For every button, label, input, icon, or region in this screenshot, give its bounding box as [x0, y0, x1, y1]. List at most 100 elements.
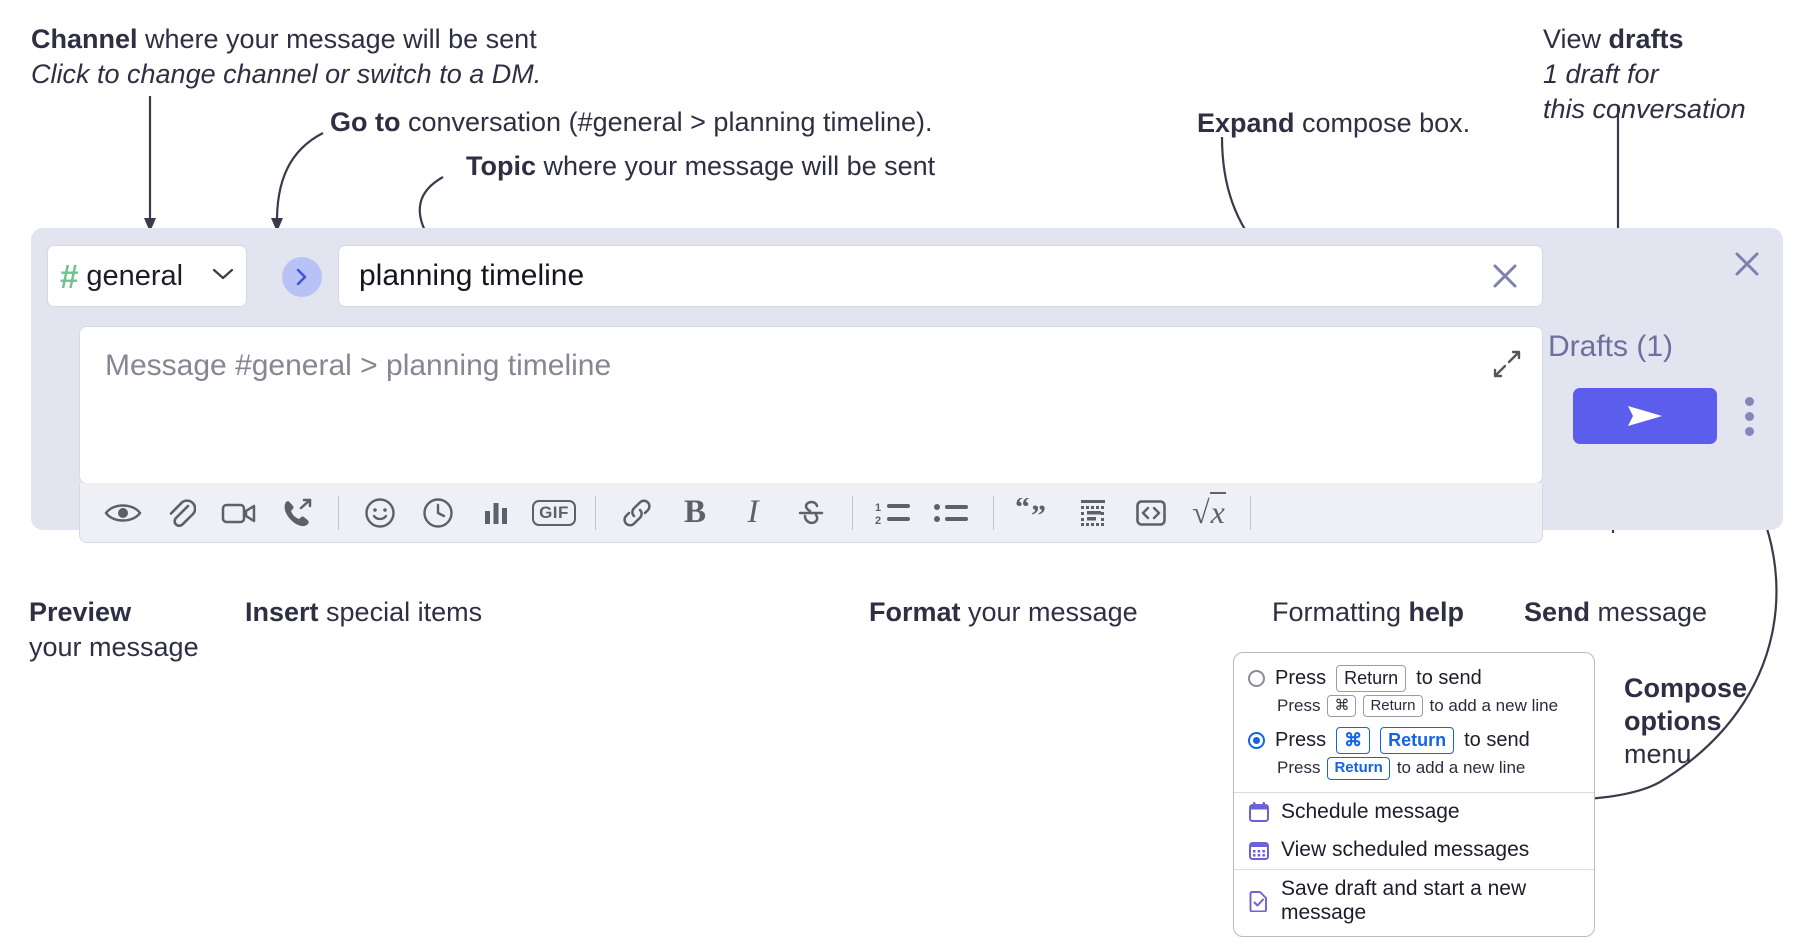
annotation-drafts-pre: View — [1543, 24, 1609, 54]
annotation-expand-rest: compose box. — [1294, 108, 1471, 138]
annotation-help-pre: Formatting — [1272, 597, 1409, 627]
code-icon[interactable] — [1122, 487, 1180, 539]
topic-field[interactable]: planning timeline — [338, 245, 1543, 307]
drafts-link[interactable]: Drafts (1) — [1548, 330, 1674, 363]
blockquote-icon[interactable]: “” — [1006, 487, 1064, 539]
annotation-preview-bold: Preview — [29, 597, 132, 627]
strikethrough-icon[interactable] — [782, 487, 840, 539]
kebab-dot — [1744, 411, 1754, 421]
key-return: Return — [1363, 694, 1423, 718]
italic-icon[interactable]: I — [724, 487, 782, 539]
annotation-goto-rest: conversation (#general > planning timeli… — [400, 107, 933, 137]
annotation-preview: Preview your message — [29, 595, 199, 665]
annotation-preview-rest: your message — [29, 632, 199, 663]
annotation-format: Format your message — [869, 595, 1138, 630]
bulleted-list-icon[interactable] — [923, 487, 981, 539]
option2-sub-pre: Press — [1277, 758, 1321, 778]
send-option-cmd-return-hint: Press Return to add a new line — [1277, 756, 1580, 780]
menu-item-schedule-message[interactable]: Schedule message — [1234, 793, 1594, 831]
annotation-topic-bold: Topic — [466, 151, 536, 181]
send-option-return-hint: Press ⌘ Return to add a new line — [1277, 694, 1580, 718]
annotation-channel: Channel where your message will be sent … — [31, 22, 541, 92]
kebab-dot — [1744, 426, 1754, 436]
clear-topic-icon[interactable] — [1488, 259, 1522, 293]
annotation-compose-options-rest: menu — [1624, 738, 1692, 769]
key-return: Return — [1380, 727, 1455, 754]
annotation-send-rest: message — [1590, 597, 1708, 627]
annotation-channel-rest: where your message will be sent — [137, 24, 537, 54]
send-icon — [1628, 406, 1662, 426]
annotation-channel-bold: Channel — [31, 24, 138, 54]
annotation-compose-options-bold1: Compose — [1624, 673, 1748, 703]
svg-text:”: ” — [1031, 499, 1046, 528]
send-shortcut-options: Press Return to send Press ⌘ Return to a… — [1234, 653, 1594, 792]
toolbar-separator — [338, 495, 339, 530]
italic-label: I — [747, 494, 759, 530]
code-block-icon[interactable] — [1064, 487, 1122, 539]
channel-name: general — [86, 259, 184, 292]
option1-sub-pre: Press — [1277, 695, 1321, 715]
reminder-icon[interactable] — [409, 487, 467, 539]
annotation-insert-bold: Insert — [245, 597, 319, 627]
annotation-expand-bold: Expand — [1197, 108, 1295, 138]
annotation-format-rest: your message — [960, 597, 1138, 627]
message-placeholder: Message #general > planning timeline — [105, 349, 612, 382]
annotation-topic-rest: where your message will be sent — [536, 151, 936, 181]
annotation-insert: Insert special items — [245, 595, 482, 630]
bold-icon[interactable]: B — [666, 487, 724, 539]
key-return: Return — [1336, 665, 1407, 692]
video-icon[interactable] — [210, 487, 268, 539]
annotation-goto-bold: Go to — [330, 107, 401, 137]
kebab-dot — [1744, 396, 1754, 406]
annotation-drafts-italic2: this conversation — [1543, 94, 1746, 125]
annotation-compose-options: Compose options menu — [1624, 672, 1747, 771]
annotation-send-bold: Send — [1524, 597, 1591, 627]
compose-options-button[interactable] — [1734, 392, 1764, 440]
math-label: √x — [1192, 492, 1226, 530]
menu-item-label: Schedule message — [1281, 799, 1460, 823]
expand-icon[interactable] — [1492, 349, 1522, 379]
menu-item-save-draft[interactable]: Save draft and start a new message — [1234, 870, 1594, 936]
option2-pre: Press — [1275, 729, 1327, 751]
radio-return[interactable] — [1248, 669, 1265, 687]
send-button[interactable] — [1573, 388, 1717, 444]
annotation-insert-rest: special items — [318, 597, 483, 627]
preview-icon[interactable] — [94, 487, 152, 539]
menu-item-label: View scheduled messages — [1281, 837, 1530, 861]
chevron-down-icon — [212, 267, 234, 286]
annotation-format-bold: Format — [869, 597, 961, 627]
channel-selector[interactable]: # general — [47, 245, 247, 307]
math-icon[interactable]: √x — [1180, 487, 1238, 539]
send-option-cmd-return[interactable]: Press ⌘ Return to send — [1248, 727, 1580, 754]
key-command: ⌘ — [1336, 727, 1371, 754]
message-input[interactable]: Message #general > planning timeline — [79, 326, 1543, 484]
gif-label: GIF — [532, 499, 576, 526]
annotation-send: Send message — [1524, 595, 1707, 630]
annotation-topic: Topic where your message will be sent — [466, 149, 935, 184]
option2-post: to send — [1464, 729, 1530, 751]
menu-item-view-scheduled[interactable]: View scheduled messages — [1234, 831, 1594, 869]
bold-label: B — [683, 494, 706, 530]
menu-item-label: Save draft and start a new message — [1281, 876, 1527, 924]
svg-text:“: “ — [1015, 498, 1030, 524]
huddle-icon[interactable] — [268, 487, 326, 539]
gif-icon[interactable]: GIF — [525, 487, 583, 539]
svg-text:1: 1 — [875, 502, 881, 514]
formatting-help-icon[interactable] — [1263, 487, 1321, 539]
annotation-drafts-italic1: 1 draft for — [1543, 59, 1659, 90]
toolbar-separator — [993, 495, 994, 530]
radio-cmd-return[interactable] — [1248, 732, 1265, 749]
svg-text:2: 2 — [875, 515, 881, 527]
option2-sub-post: to add a new line — [1396, 758, 1526, 778]
chevron-right-icon — [296, 268, 307, 286]
toolbar-separator — [595, 495, 596, 530]
attachment-icon[interactable] — [152, 487, 210, 539]
poll-icon[interactable] — [467, 487, 525, 539]
emoji-icon[interactable] — [351, 487, 409, 539]
link-icon[interactable] — [608, 487, 666, 539]
send-option-return[interactable]: Press Return to send — [1248, 665, 1580, 692]
close-icon[interactable] — [1729, 246, 1765, 282]
toolbar-separator — [1250, 495, 1251, 530]
go-to-conversation-button[interactable] — [282, 257, 322, 297]
